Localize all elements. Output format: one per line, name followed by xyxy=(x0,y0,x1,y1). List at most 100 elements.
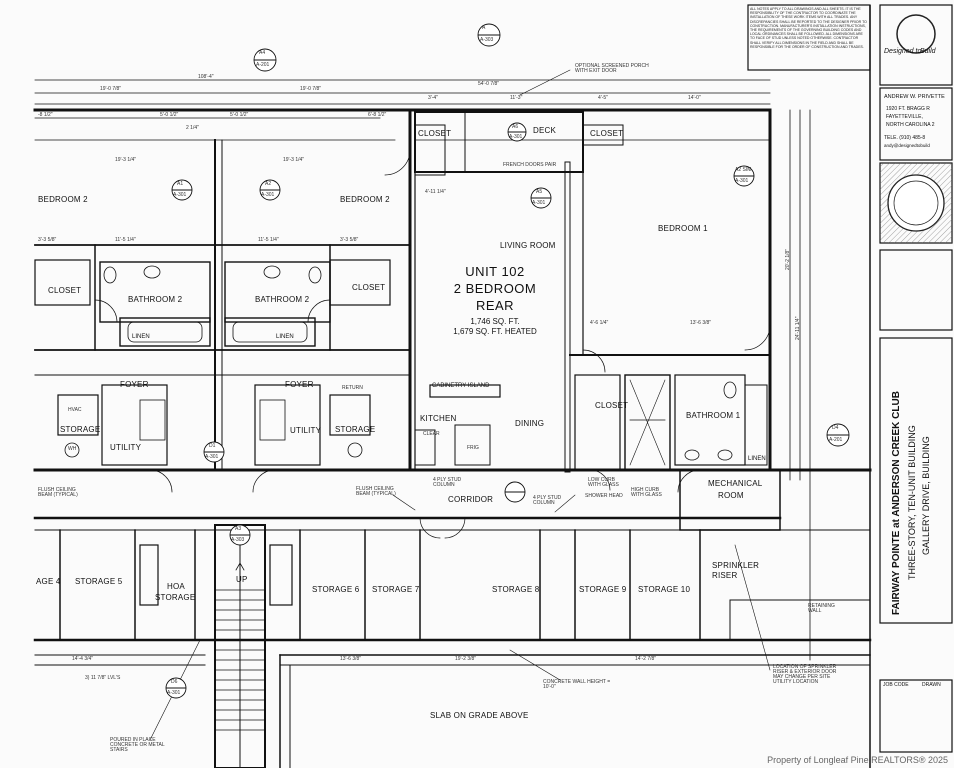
room-riser: RISER xyxy=(712,571,738,580)
room-bedroom2-left: BEDROOM 2 xyxy=(38,195,88,204)
note-high-curb: HIGH CURB WITH GLASS xyxy=(631,487,662,498)
room-bedroom2-right: BEDROOM 2 xyxy=(340,195,390,204)
room-linen-bath1: LINEN xyxy=(748,456,766,462)
marker-a2-num: A2 xyxy=(265,181,272,187)
label-clear: CLEAR xyxy=(423,431,440,437)
note-stud-column-1: 4 PLY STUD COLUMN xyxy=(433,477,462,488)
unit-area-total: 1,746 SQ. FT. xyxy=(470,317,520,326)
dim-25: 20'-2 1/8" xyxy=(785,248,791,270)
note-french-doors: FRENCH DOORS PAIR xyxy=(503,162,557,168)
marker-a3-num: A3 xyxy=(235,526,242,532)
dim-7: -8 1/2" xyxy=(38,112,53,118)
room-closet-right: CLOSET xyxy=(352,283,386,292)
marker-a3-sheet: A-303 xyxy=(231,537,245,543)
project-address: GALLERY DRIVE, BUILDING xyxy=(921,436,931,555)
dim-20: 4'-6 1/4" xyxy=(590,320,609,326)
dim-14: 11'-5 1/4" xyxy=(115,237,136,243)
note-flush-beam-left: FLUSH CEILING BEAM (TYPICAL) xyxy=(38,487,78,498)
room-linen-right: LINEN xyxy=(276,334,294,340)
dim-1: 19'-0 7/8" xyxy=(100,86,122,92)
room-living: LIVING ROOM xyxy=(500,241,556,250)
unit-area-heated: 1,679 SQ. FT. HEATED xyxy=(453,327,537,336)
dim-21: 19'-2 3/8" xyxy=(455,656,477,662)
note-poured-stairs: POURED IN PLACE CONCRETE OR METAL STAIRS xyxy=(110,737,165,753)
room-storage-right: STORAGE xyxy=(335,425,376,434)
architect-address-2: FAYETTEVILLE, xyxy=(886,114,923,120)
dim-8: 5'-0 1/2" xyxy=(230,112,249,118)
room-bathroom2-right: BATHROOM 2 xyxy=(255,295,310,304)
dim-6: 14'-0" xyxy=(688,95,701,101)
dim-24: 14'-2 7/8" xyxy=(635,656,657,662)
marker-d1-num: D1 xyxy=(209,443,216,449)
marker-a1-num: A1 xyxy=(177,181,184,187)
architect-phone: TELE. (910) 485-8 xyxy=(884,135,926,141)
dim-13: 2 1/4" xyxy=(186,125,199,131)
room-mechanical-suffix: ROOM xyxy=(718,491,744,500)
marker-a2sim-num: A2 SIM. xyxy=(735,167,753,173)
unit-title: UNIT 102 xyxy=(465,264,525,279)
room-storage9: STORAGE 9 xyxy=(579,585,627,594)
dim-3: 3'-4" xyxy=(428,95,438,101)
unit-subtitle-1: 2 BEDROOM xyxy=(453,281,537,296)
room-hoa-storage: STORAGE xyxy=(155,593,196,602)
drawn-label: DRAWN xyxy=(922,682,941,688)
room-bathroom2-left: BATHROOM 2 xyxy=(128,295,183,304)
label-cabinetry-island: CABINETRY ISLAND xyxy=(432,383,490,389)
firm-logo-bottom: Build xyxy=(920,48,936,55)
marker-a4-num: A4 xyxy=(259,50,266,56)
room-storage-left: STORAGE xyxy=(60,425,101,434)
marker-a-num: A xyxy=(482,25,486,31)
room-storage4: AGE 4 xyxy=(36,577,61,586)
dim-23: 13'-6 3/8" xyxy=(340,656,362,662)
dim-18: 4'-11 1/4" xyxy=(425,189,446,195)
project-title: FAIRWAY POINTE at ANDERSON CREEK CLUB xyxy=(891,391,902,615)
room-storage7: STORAGE 7 xyxy=(372,585,420,594)
marker-d6-sheet: A-301 xyxy=(167,690,181,696)
room-closet-bed1: CLOSET xyxy=(595,401,629,410)
dim-9: 5'-0 1/2" xyxy=(160,112,179,118)
marker-d1-sheet: A-301 xyxy=(205,454,219,460)
room-closet-left: CLOSET xyxy=(48,286,82,295)
dim-26: 24'-11 1/4" xyxy=(795,316,801,341)
stair-up-label: UP xyxy=(236,575,248,584)
label-return: RETURN xyxy=(342,385,363,391)
room-storage5: STORAGE 5 xyxy=(75,577,123,586)
note-screened-porch: OPTIONAL SCREENED PORCH WITH EXIT DOOR xyxy=(575,63,649,74)
marker-d4-num: D4 xyxy=(832,425,839,431)
dim-10: 6'-8 1/2" xyxy=(368,112,387,118)
label-wh: WH xyxy=(68,446,77,452)
dim-top-unit: 54'-0 7/8" xyxy=(478,81,500,87)
dim-15: 11'-5 1/4" xyxy=(258,237,279,243)
marker-a6-sheet: A-301 xyxy=(509,134,523,140)
room-foyer-left: FOYER xyxy=(120,380,149,389)
note-retaining-wall: RETAINING WALL xyxy=(808,603,835,614)
marker-a1-sheet: A-301 xyxy=(173,192,187,198)
room-mechanical: MECHANICAL xyxy=(708,479,763,488)
room-storage10: STORAGE 10 xyxy=(638,585,691,594)
copyright-watermark: Property of Longleaf Pine REALTORS® 2025 xyxy=(767,755,948,765)
unit-subtitle-2: REAR xyxy=(475,298,515,313)
marker-a4-sheet: A-201 xyxy=(256,62,270,68)
note-stud-column-2: 4 PLY STUD COLUMN xyxy=(533,495,562,506)
note-shower-head: SHOWER HEAD xyxy=(585,493,623,499)
dim-19: 13'-6 3/8" xyxy=(690,320,712,326)
room-foyer-right: FOYER xyxy=(285,380,314,389)
room-storage8: STORAGE 8 xyxy=(492,585,540,594)
marker-a5-sheet: A-301 xyxy=(532,200,546,206)
dim-top-overall: 108'-4" xyxy=(198,74,214,80)
slab-label: SLAB ON GRADE ABOVE xyxy=(430,711,529,720)
dim-4: 11'-3" xyxy=(510,95,523,101)
architect-address-1: 1920 FT. BRAGG R xyxy=(886,106,930,112)
dim-12: 19'-3 1/4" xyxy=(283,157,305,163)
job-code-label: JOB CODE xyxy=(883,682,909,688)
room-hoa: HOA xyxy=(167,582,185,591)
marker-a6-num: A6 xyxy=(512,124,519,130)
room-sprinkler: SPRINKLER xyxy=(712,561,760,570)
marker-a5-num: A5 xyxy=(536,189,543,195)
firm-logo-top: Designed to xyxy=(884,48,922,55)
note-flush-beam-right: FLUSH CEILING BEAM (TYPICAL) xyxy=(356,486,396,497)
marker-a-sheet: A-303 xyxy=(480,37,494,43)
marker-d4-sheet: A-201 xyxy=(829,437,843,443)
